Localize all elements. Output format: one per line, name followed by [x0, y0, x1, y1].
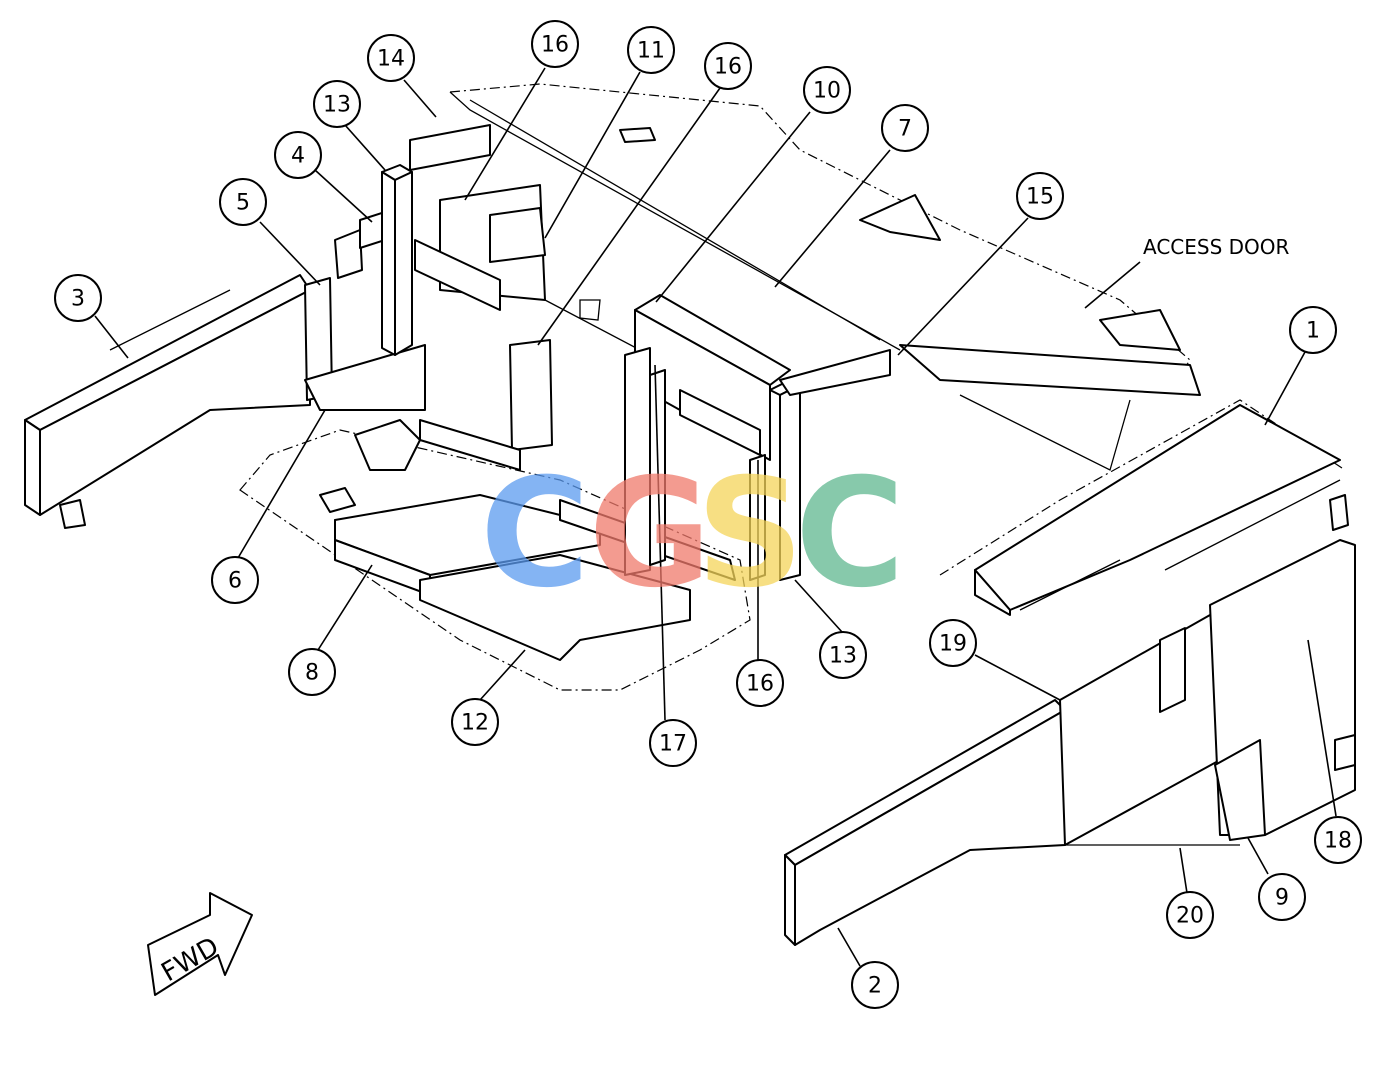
watermark-letter-2: G — [588, 447, 711, 621]
watermark: C G S C — [480, 447, 905, 621]
callout-9: 9 — [1258, 873, 1306, 921]
center-pieces — [624, 294, 891, 581]
callout-11: 11 — [627, 26, 675, 74]
callout-17-label: 17 — [659, 732, 687, 757]
access-door — [449, 83, 1201, 471]
callout-6-label: 6 — [228, 569, 242, 594]
access-door-label: ACCESS DOOR — [1143, 235, 1290, 259]
callout-5-label: 5 — [236, 191, 250, 216]
callout-18-label: 18 — [1324, 829, 1352, 854]
rear-panels — [409, 124, 641, 451]
callout-13-right: 13 — [819, 631, 867, 679]
callout-5: 5 — [219, 178, 267, 226]
callout-13-left: 13 — [313, 80, 361, 128]
callout-16-top-left-label: 16 — [541, 33, 569, 58]
leader-lines — [94, 67, 1337, 967]
callout-9-label: 9 — [1275, 886, 1289, 911]
callout-7: 7 — [881, 104, 929, 152]
callout-1: 1 — [1289, 306, 1337, 354]
right-top-panel — [939, 399, 1346, 616]
callout-6: 6 — [211, 556, 259, 604]
callout-16-top-right: 16 — [704, 42, 752, 90]
callout-8-label: 8 — [305, 661, 319, 686]
fwd-arrow: FWD — [147, 892, 253, 996]
callout-11-label: 11 — [637, 39, 665, 64]
callout-20: 20 — [1166, 891, 1214, 939]
callout-15-label: 15 — [1026, 185, 1054, 210]
callout-10-label: 10 — [813, 79, 841, 104]
callout-18: 18 — [1314, 816, 1362, 864]
callout-19-label: 19 — [939, 632, 967, 657]
callout-16-bottom-label: 16 — [746, 672, 774, 697]
callout-1-label: 1 — [1306, 319, 1320, 344]
callout-12: 12 — [451, 698, 499, 746]
callout-12-label: 12 — [461, 711, 489, 736]
callout-4: 4 — [274, 131, 322, 179]
watermark-letter-1: C — [480, 447, 590, 621]
callout-3: 3 — [54, 274, 102, 322]
left-post — [381, 164, 413, 356]
callout-19: 19 — [929, 619, 977, 667]
callout-4-label: 4 — [291, 144, 305, 169]
callout-3-label: 3 — [71, 287, 85, 312]
callout-16-bottom: 16 — [736, 659, 784, 707]
callout-10: 10 — [803, 66, 851, 114]
watermark-letter-4: C — [795, 447, 905, 621]
callout-14: 14 — [367, 34, 415, 82]
callout-7-label: 7 — [898, 117, 912, 142]
callout-15: 15 — [1016, 172, 1064, 220]
callout-16-top-right-label: 16 — [714, 55, 742, 80]
callout-17: 17 — [649, 719, 697, 767]
callout-2: 2 — [851, 961, 899, 1009]
callout-20-label: 20 — [1176, 904, 1204, 929]
callout-8: 8 — [288, 648, 336, 696]
callout-16-top-left: 16 — [531, 20, 579, 68]
callout-2-label: 2 — [868, 974, 882, 999]
watermark-letter-3: S — [696, 447, 804, 621]
right-side-panel — [784, 494, 1356, 946]
callout-13-right-label: 13 — [829, 644, 857, 669]
callout-14-label: 14 — [377, 47, 405, 72]
left-corner-pieces — [304, 211, 426, 411]
callout-13-left-label: 13 — [323, 93, 351, 118]
